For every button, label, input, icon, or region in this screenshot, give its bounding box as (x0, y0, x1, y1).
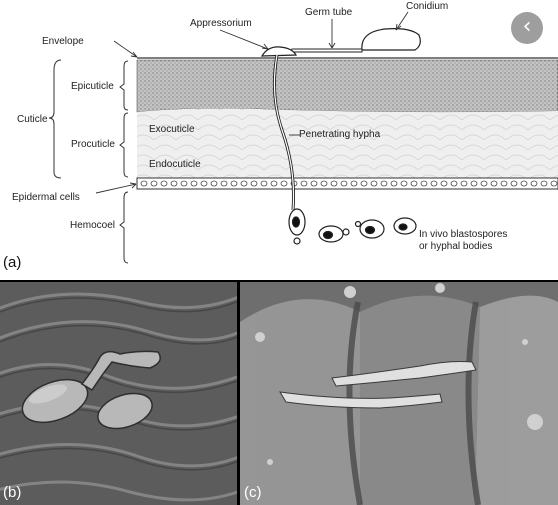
label-epicuticle: Epicuticle (71, 81, 114, 92)
epidermal-cell (450, 180, 458, 187)
label-penetrating-hypha: Penetrating hypha (299, 129, 381, 140)
photo-b-drawing (0, 282, 237, 505)
back-button[interactable]: ‹ (511, 12, 543, 44)
epidermal-cell (510, 180, 518, 187)
epidermal-cell (320, 180, 328, 187)
epidermal-cells (140, 180, 558, 187)
conidia-b (21, 350, 161, 430)
label-envelope: Envelope (42, 36, 84, 47)
epicuticle-layer (136, 59, 558, 113)
panel-letter-c: (c) (244, 484, 262, 501)
conidium-shape (361, 28, 421, 51)
epidermal-cell (350, 180, 358, 187)
procuticle-bracket (119, 112, 129, 178)
cuticle-bracket (48, 59, 62, 179)
blastospores (288, 208, 417, 245)
panel-letter-a: (a) (3, 254, 22, 271)
germ-tube-shape (289, 48, 363, 53)
epidermal-cell (250, 180, 258, 187)
chevron-left-icon: ‹ (522, 14, 532, 39)
label-appressorium: Appressorium (190, 18, 252, 29)
cuticle-diagram: Envelope Cuticle Epicuticle Procuticle E… (0, 0, 558, 280)
label-germ-tube: Germ tube (305, 7, 353, 18)
epidermal-cell (540, 180, 548, 187)
epidermal-cell (360, 180, 368, 187)
epidermal-cell (160, 180, 168, 187)
epidermal-cell (170, 180, 178, 187)
epidermal-cells-layer (136, 177, 558, 190)
label-cuticle: Cuticle (17, 114, 48, 125)
germinating-conidia-c (279, 361, 477, 409)
procuticle-layer (137, 108, 558, 178)
photo-c-micrograph: (c) (240, 282, 558, 505)
label-endocuticle: Endocuticle (149, 159, 201, 170)
epidermal-cell (390, 180, 398, 187)
epidermal-cell (340, 180, 348, 187)
epidermal-cell (260, 180, 268, 187)
epidermal-cell (240, 180, 248, 187)
epidermal-cell (490, 180, 498, 187)
epidermal-cell (280, 180, 288, 187)
epidermal-cell (210, 180, 218, 187)
photo-b-micrograph: (b) (0, 282, 237, 505)
epidermal-cell (230, 180, 238, 187)
epidermal-cell (420, 180, 428, 187)
epidermal-cell (180, 180, 188, 187)
diagram-drawing (48, 11, 558, 264)
epidermal-cell (430, 180, 438, 187)
photo-c-drawing (240, 282, 558, 505)
label-exocuticle: Exocuticle (149, 124, 195, 135)
epidermal-cell (410, 180, 418, 187)
epidermal-cell (330, 180, 338, 187)
epidermal-cell (310, 180, 318, 187)
epidermal-cell (530, 180, 538, 187)
panel-letter-b: (b) (3, 484, 22, 501)
epidermal-cell (140, 180, 148, 187)
epidermal-cell (220, 180, 228, 187)
label-conidium: Conidium (406, 1, 449, 12)
label-blastospores-line2: or hyphal bodies (419, 241, 493, 252)
epidermal-cell (190, 180, 198, 187)
epicuticle-bracket (119, 60, 129, 111)
epidermal-cell (200, 180, 208, 187)
epidermal-cell (500, 180, 508, 187)
epidermal-cell (470, 180, 478, 187)
epidermal-cell (440, 180, 448, 187)
label-blastospores-line1: In vivo blastospores (419, 229, 508, 240)
label-epidermal-cells: Epidermal cells (12, 192, 80, 203)
epidermal-cell (300, 180, 308, 187)
appressorium-shape (260, 46, 298, 57)
epidermal-cell (550, 180, 558, 187)
hemocoel-bracket (119, 191, 129, 264)
epidermal-cell (150, 180, 158, 187)
epidermal-cell (400, 180, 408, 187)
epidermal-cell (460, 180, 468, 187)
epidermal-cell (480, 180, 488, 187)
epidermal-cell (370, 180, 378, 187)
epidermal-cell (520, 180, 528, 187)
epidermal-cell (270, 180, 278, 187)
label-procuticle: Procuticle (71, 139, 115, 150)
epidermal-cell (380, 180, 388, 187)
label-hemocoel: Hemocoel (70, 220, 116, 231)
